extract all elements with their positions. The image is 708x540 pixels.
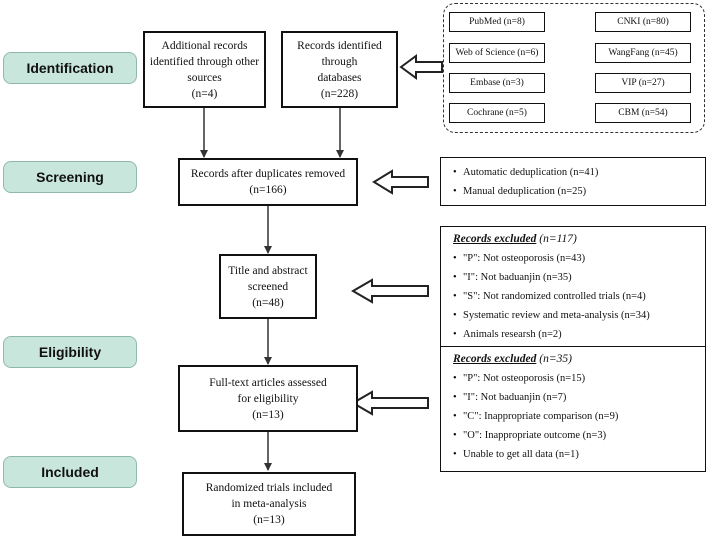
excluded2-header: Records excluded (n=35) xyxy=(453,353,695,365)
database-sources-group xyxy=(443,3,705,133)
excluded1-count: (n=117) xyxy=(539,233,577,245)
excluded1-item: "S": Not randomized controlled trials (n… xyxy=(453,287,695,306)
fulltext-line1: Full-text articles assessed xyxy=(209,376,327,389)
screened-line1: Title and abstract xyxy=(228,264,308,277)
duplicates-line1: Records after duplicates removed xyxy=(190,168,346,180)
excluded1-item: Animals researsh (n=2) xyxy=(453,325,695,344)
excluded2-count: (n=35) xyxy=(539,353,572,365)
additional-line2: identified through other xyxy=(149,55,260,68)
source-cnki: CNKI (n=80) xyxy=(595,12,691,32)
dedup-item: Manual deduplication (n=25) xyxy=(453,182,695,201)
dedup-item: Automatic deduplication (n=41) xyxy=(453,163,695,182)
additional-records-box: Additional records identified through ot… xyxy=(143,31,266,108)
block-arrow-dedup xyxy=(372,169,429,195)
excluded2-item: "I": Not baduanjin (n=7) xyxy=(453,388,695,407)
source-vip: VIP (n=27) xyxy=(595,73,691,93)
deduplication-box: Automatic deduplication (n=41) Manual de… xyxy=(440,157,706,206)
excluded2-item: "C": Inappropriate comparison (n=9) xyxy=(453,407,695,426)
excluded2-item: Unable to get all data (n=1) xyxy=(453,445,695,464)
full-text-assessed-box: Full-text articles assessed for eligibil… xyxy=(178,365,358,432)
duplicates-removed-box: Records after duplicates removed (n=166) xyxy=(178,158,358,206)
stage-included: Included xyxy=(3,456,137,488)
databases-line4: (n=228) xyxy=(320,87,359,100)
database-records-box: Records identified through databases (n=… xyxy=(281,31,398,108)
databases-line1: Records identified xyxy=(297,39,382,52)
excluded1-item: Systematic review and meta-analysis (n=3… xyxy=(453,306,695,325)
stage-identification: Identification xyxy=(3,52,137,84)
block-arrow-excluded2 xyxy=(351,390,429,416)
source-pubmed: PubMed (n=8) xyxy=(449,12,545,32)
included-line1: Randomized trials included xyxy=(205,482,333,494)
trials-included-box: Randomized trials included in meta-analy… xyxy=(182,472,356,536)
records-excluded-box-1: Records excluded (n=117) "P": Not osteop… xyxy=(440,226,706,352)
stage-screening: Screening xyxy=(3,161,137,193)
excluded1-item: "P": Not osteoporosis (n=43) xyxy=(453,249,695,268)
duplicates-line2: (n=166) xyxy=(249,184,287,196)
stage-eligibility: Eligibility xyxy=(3,336,137,368)
excluded2-item: "O": Inappropriate outcome (n=3) xyxy=(453,426,695,445)
title-abstract-screened-box: Title and abstract screened (n=48) xyxy=(219,254,317,319)
block-arrow-excluded1 xyxy=(351,278,429,304)
included-line2: in meta-analysis xyxy=(231,498,307,510)
screened-line2: screened xyxy=(247,280,289,293)
source-cochrane: Cochrane (n=5) xyxy=(449,103,545,123)
excluded1-header: Records excluded (n=117) xyxy=(453,233,695,245)
screened-line3: (n=48) xyxy=(252,296,284,309)
additional-line1: Additional records xyxy=(161,39,248,52)
databases-line3: databases xyxy=(317,71,362,84)
source-wangfang: WangFang (n=45) xyxy=(595,43,691,63)
additional-line3: sources xyxy=(187,71,222,84)
excluded2-item: "P": Not osteoporosis (n=15) xyxy=(453,369,695,388)
source-cbm: CBM (n=54) xyxy=(595,103,691,123)
block-arrow-sources xyxy=(399,54,443,80)
excluded1-title: Records excluded xyxy=(453,233,537,245)
source-web-of-science: Web of Science (n=6) xyxy=(449,43,545,63)
fulltext-line3: (n=13) xyxy=(252,408,284,421)
fulltext-line2: for eligibility xyxy=(237,392,299,405)
databases-line2: through xyxy=(321,55,358,68)
records-excluded-box-2: Records excluded (n=35) "P": Not osteopo… xyxy=(440,346,706,472)
included-line3: (n=13) xyxy=(253,514,285,526)
excluded2-title: Records excluded xyxy=(453,353,537,365)
excluded1-item: "I": Not baduanjin (n=35) xyxy=(453,268,695,287)
source-embase: Embase (n=3) xyxy=(449,73,545,93)
additional-line4: (n=4) xyxy=(191,87,218,100)
